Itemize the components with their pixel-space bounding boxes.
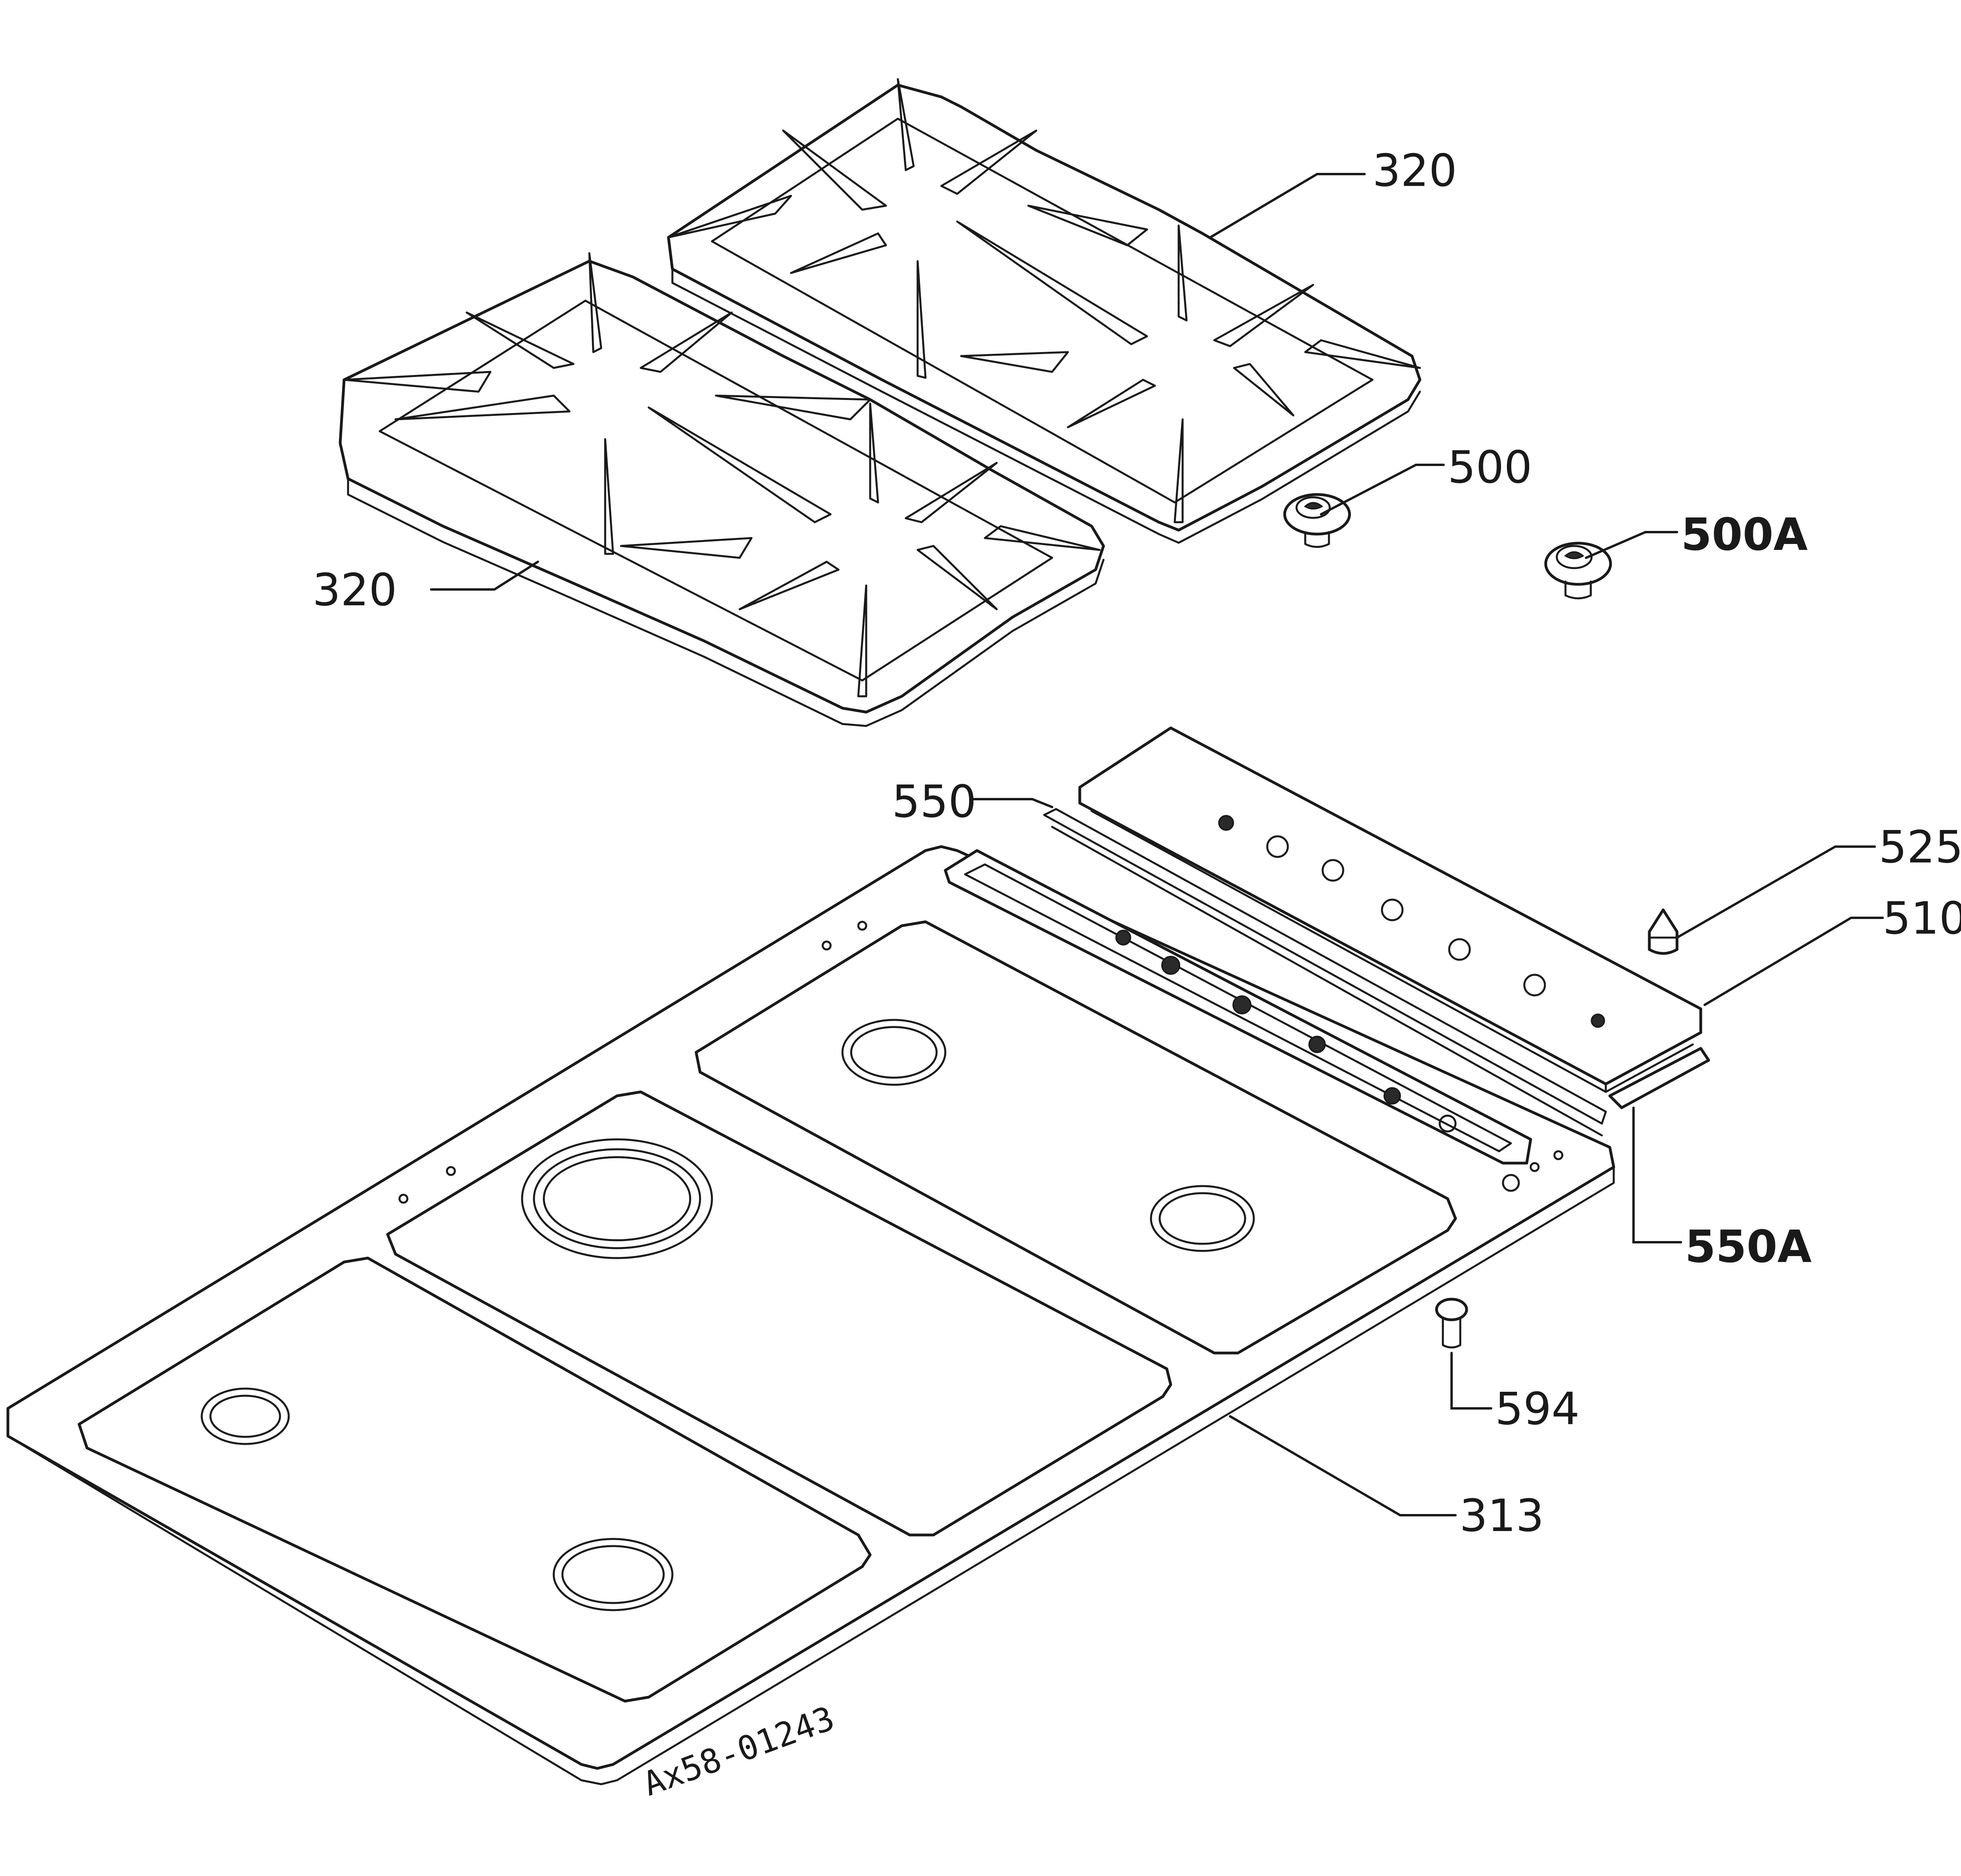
label-313: 313 <box>1459 1490 1544 1542</box>
panel-strip <box>1043 808 1607 1137</box>
pan-support-left <box>339 252 1105 727</box>
push-button <box>1648 908 1679 955</box>
label-500a: 500A <box>1681 509 1808 561</box>
label-500: 500 <box>1448 442 1532 493</box>
label-320-top: 320 <box>1372 145 1457 197</box>
control-knob <box>1283 493 1351 548</box>
label-550a: 550A <box>1685 1221 1812 1273</box>
label-550: 550 <box>892 776 977 828</box>
label-510: 510 <box>1883 893 1961 944</box>
hob-top <box>6 845 1615 1785</box>
fixing-screw <box>1435 1298 1468 1349</box>
label-320-left: 320 <box>312 565 397 616</box>
label-594: 594 <box>1495 1383 1580 1435</box>
control-panel-cover <box>1078 726 1710 1109</box>
label-525: 525 <box>1879 822 1961 873</box>
pan-support-top <box>667 78 1422 544</box>
leader-lines <box>430 173 1884 1516</box>
